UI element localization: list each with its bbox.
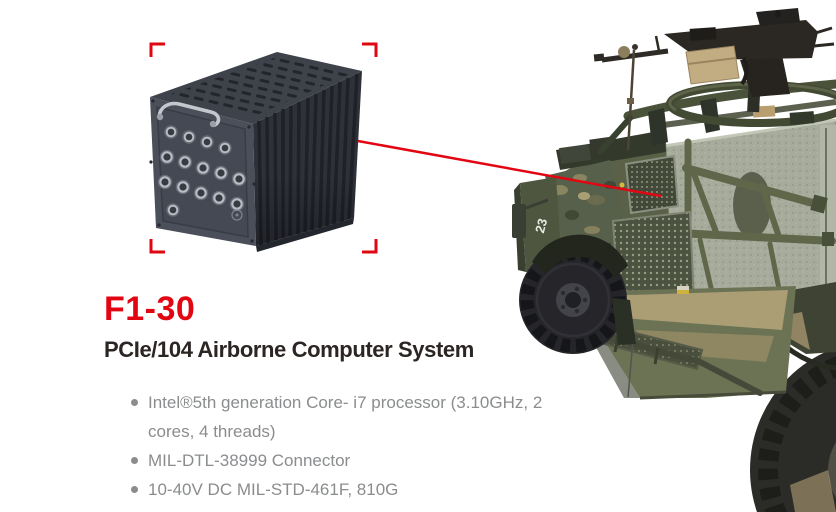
product-model: F1-30 bbox=[104, 290, 196, 328]
feature-text: MIL-DTL-38999 Connector bbox=[148, 451, 351, 470]
crop-corner-bracket-top-left bbox=[149, 42, 165, 57]
hanging-rod bbox=[627, 339, 634, 398]
military-vehicle-image: 23 bbox=[512, 8, 836, 512]
gun-barrel bbox=[601, 48, 669, 63]
mirror-arm bbox=[525, 198, 549, 210]
panel-bolts bbox=[149, 99, 256, 243]
feature-item-power: 10-40V DC MIL-STD-461F, 810G bbox=[104, 475, 594, 504]
crop-corner-bracket-top-right bbox=[362, 42, 378, 57]
machine-gun bbox=[593, 8, 835, 113]
crop-corner-brackets bbox=[149, 42, 378, 254]
yellow-marker bbox=[619, 182, 625, 188]
crop-corner-bracket-bottom-right bbox=[362, 239, 378, 254]
rear-wheel bbox=[750, 347, 836, 512]
bullet-icon bbox=[131, 486, 138, 493]
carry-handle bbox=[156, 101, 221, 128]
skirt-scuff-band bbox=[598, 290, 788, 330]
roof-stowage bbox=[559, 143, 591, 165]
underbody-shadow bbox=[566, 292, 640, 398]
mil-connectors bbox=[157, 125, 247, 217]
bullet-icon bbox=[131, 399, 138, 406]
feature-text: Intel®5th generation Core- i7 processor … bbox=[148, 393, 543, 412]
rugged-computer-image bbox=[149, 52, 362, 252]
tube-clamp bbox=[810, 194, 828, 214]
feature-text: 10-40V DC MIL-STD-461F, 810G bbox=[148, 480, 399, 499]
front-fender bbox=[532, 234, 628, 278]
antenna bbox=[618, 44, 638, 151]
mudflap bbox=[612, 298, 636, 345]
tire-scuff bbox=[790, 470, 836, 512]
ammo-box bbox=[685, 45, 740, 85]
product-copy: F1-30 PCIe/104 Airborne Computer System … bbox=[104, 292, 594, 504]
tube-clamp bbox=[822, 232, 834, 246]
feature-text-wrap: cores, 4 threads) bbox=[148, 422, 276, 441]
panel-logo-badge bbox=[231, 209, 243, 221]
feature-list: Intel®5th generation Core- i7 processor … bbox=[104, 388, 594, 504]
callout-line bbox=[357, 139, 662, 198]
box-top-vents bbox=[168, 57, 352, 117]
product-title: PCIe/104 Airborne Computer System bbox=[104, 337, 474, 362]
muzzle bbox=[593, 53, 605, 62]
bullet-icon bbox=[131, 457, 138, 464]
feature-item-cpu: Intel®5th generation Core- i7 processor … bbox=[104, 388, 594, 446]
skirt-scuff-streak bbox=[636, 330, 774, 362]
rear-upright bbox=[820, 125, 836, 315]
info-sticker bbox=[677, 286, 689, 294]
side-mirror bbox=[512, 204, 526, 238]
feature-item-connector: MIL-DTL-38999 Connector bbox=[104, 446, 594, 475]
panel-top-rim bbox=[663, 118, 836, 148]
box-base bbox=[256, 218, 354, 252]
crop-corner-bracket-bottom-left bbox=[149, 239, 165, 254]
upper-grille bbox=[624, 154, 680, 215]
vehicle-marking-23: 23 bbox=[532, 217, 550, 235]
fin-shadow bbox=[253, 71, 362, 246]
